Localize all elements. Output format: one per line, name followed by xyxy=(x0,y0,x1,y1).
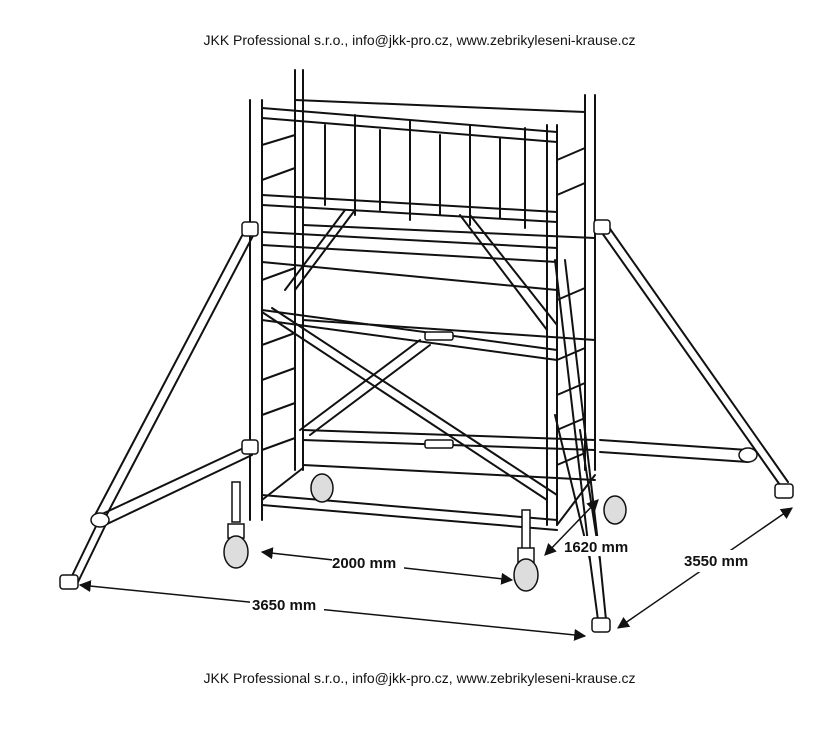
header-company-info: JKK Professional s.r.o., info@jkk-pro.cz… xyxy=(203,32,636,48)
scaffold-frame xyxy=(249,69,596,531)
joints xyxy=(90,219,758,528)
footer-company-info: JKK Professional s.r.o., info@jkk-pro.cz… xyxy=(203,670,636,686)
dimension-width-label: 1620 mm xyxy=(564,539,628,556)
dimension-arrows xyxy=(78,499,793,641)
dimension-outrigger-length-label: 3650 mm xyxy=(252,597,316,614)
dimension-outrigger-width-label: 3550 mm xyxy=(684,553,748,570)
outrigger-feet xyxy=(59,483,794,633)
dimension-length-label: 2000 mm xyxy=(332,555,396,572)
